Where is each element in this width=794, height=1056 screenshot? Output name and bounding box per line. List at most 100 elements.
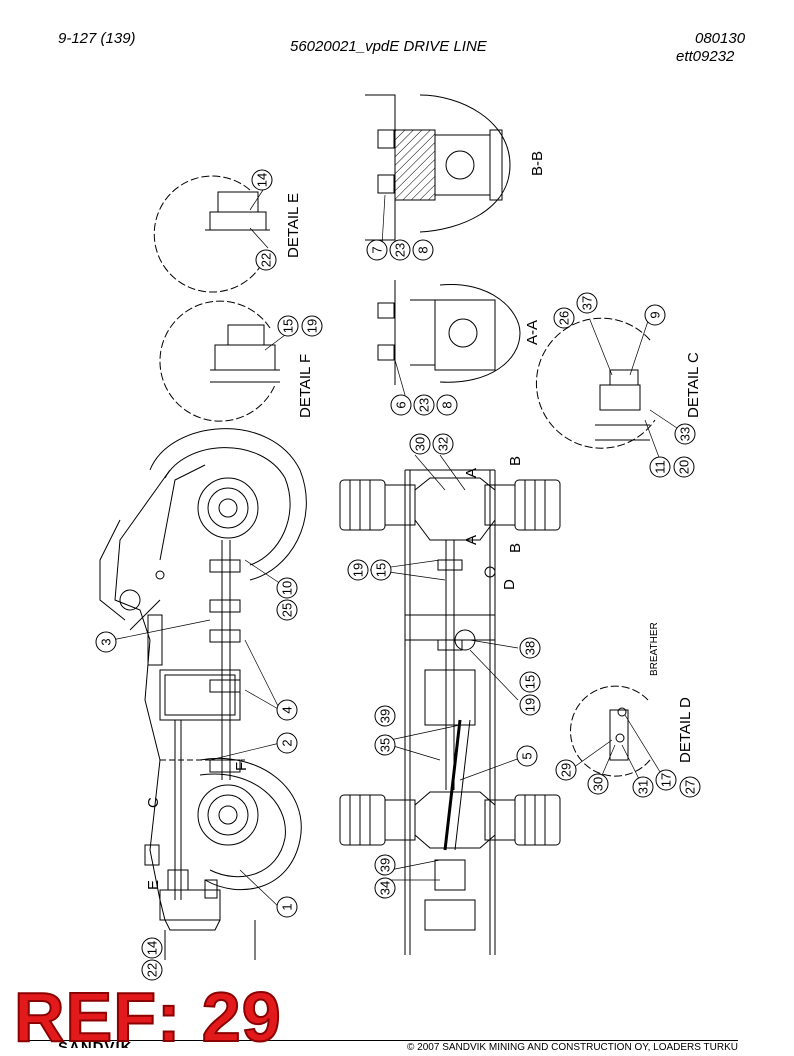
callout-c38: 38 (519, 637, 541, 659)
callout-number: 23 (393, 243, 408, 257)
callout-number: 31 (636, 780, 651, 794)
callout-number: 11 (653, 460, 668, 474)
callout-circle (655, 769, 677, 791)
callout-c4: 4 (276, 699, 298, 721)
callout-circle (679, 776, 701, 798)
callout-c15c: 15 (519, 671, 541, 693)
detail-e-view (153, 175, 270, 293)
callout-circle (95, 631, 117, 653)
page-title: 56020021_vpdE DRIVE LINE (290, 38, 487, 55)
callout-number: 5 (520, 752, 535, 759)
callout-c20: 20 (673, 456, 695, 478)
callout-number: 25 (280, 603, 295, 617)
callout-c32: 32 (432, 433, 454, 455)
callout-circle (519, 637, 541, 659)
callout-circle (649, 456, 671, 478)
ref-stamp: REF: 29 (13, 978, 282, 1056)
footer-rule (20, 1040, 738, 1041)
callout-c19c: 19 (519, 694, 541, 716)
callout-c22b: 22 (141, 959, 163, 981)
callout-number: 33 (678, 427, 693, 441)
callout-c37: 37 (576, 292, 598, 314)
callout-circle (576, 292, 598, 314)
callout-circle (366, 239, 388, 261)
callout-c30b: 30 (587, 773, 609, 795)
section-bb-view (365, 94, 511, 241)
callout-c6: 6 (390, 394, 412, 416)
callout-circle (436, 394, 458, 416)
callout-c7: 7 (366, 239, 388, 261)
callout-circle (412, 239, 434, 261)
breather-label: BREATHER (649, 622, 660, 676)
callout-number: 15 (374, 563, 389, 577)
view-e: E (145, 880, 162, 890)
callout-number: 4 (280, 706, 295, 713)
callout-number: 7 (370, 246, 385, 253)
callout-circle (432, 433, 454, 455)
view-b-bottom: B (507, 543, 524, 553)
callout-c14b: 14 (141, 937, 163, 959)
callout-c23a: 23 (389, 239, 411, 261)
side-view (99, 428, 307, 960)
callout-number: 9 (648, 311, 663, 318)
callout-number: 1 (280, 903, 295, 910)
callout-number: 30 (591, 777, 606, 791)
callout-circle (644, 304, 666, 326)
callout-c19a: 19 (301, 315, 323, 337)
callout-number: 27 (683, 780, 698, 794)
callout-circle (374, 705, 396, 727)
callout-number: 14 (145, 941, 160, 955)
section-bb-label: B-B (529, 151, 546, 176)
callout-circle (277, 315, 299, 337)
callout-number: 8 (440, 401, 455, 408)
callout-c9: 9 (644, 304, 666, 326)
section-aa-label: A-A (524, 320, 541, 345)
callout-number: 15 (281, 319, 296, 333)
callout-c23b: 23 (413, 394, 435, 416)
callout-c2: 2 (276, 732, 298, 754)
doc-code: ett09232 (676, 48, 735, 65)
view-f: F (233, 762, 250, 771)
callout-number: 38 (523, 641, 538, 655)
callout-circle (374, 877, 396, 899)
sandvik-logo: SANDVIK (58, 1039, 133, 1056)
callout-c15a: 15 (277, 315, 299, 337)
section-aa-view (377, 280, 521, 385)
callout-number: 29 (559, 763, 574, 777)
callout-number: 39 (378, 709, 393, 723)
page-number: 9-127 (139) (58, 30, 136, 47)
detail-d-label: DETAIL D (677, 697, 694, 763)
callout-number: 3 (99, 638, 114, 645)
callout-number: 14 (255, 173, 270, 187)
view-c: C (145, 797, 162, 808)
callout-c1: 1 (276, 896, 298, 918)
callout-c31: 31 (632, 776, 654, 798)
callout-circle (374, 854, 396, 876)
callout-circle (276, 599, 298, 621)
callout-circle (276, 732, 298, 754)
callout-c11: 11 (649, 456, 671, 478)
callout-number: 32 (436, 437, 451, 451)
callout-c17: 17 (655, 769, 677, 791)
callout-number: 35 (378, 738, 393, 752)
callout-circle (251, 169, 273, 191)
callout-circle (141, 959, 163, 981)
detail-e-label: DETAIL E (285, 193, 302, 258)
callout-circle (374, 734, 396, 756)
view-d: D (501, 579, 518, 590)
detail-d-view (570, 685, 651, 777)
callout-circle (255, 249, 277, 271)
copyright: © 2007 SANDVIK MINING AND CONSTRUCTION O… (407, 1042, 738, 1053)
callout-circle (276, 577, 298, 599)
callout-circle (587, 773, 609, 795)
callout-circle (519, 671, 541, 693)
callout-number: 6 (394, 401, 409, 408)
callout-circle (409, 433, 431, 455)
callout-c8b: 8 (436, 394, 458, 416)
detail-c-label: DETAIL C (685, 352, 702, 418)
callout-c29: 29 (555, 759, 577, 781)
callout-number: 26 (557, 311, 572, 325)
callout-c35: 35 (374, 734, 396, 756)
callout-number: 19 (305, 319, 320, 333)
